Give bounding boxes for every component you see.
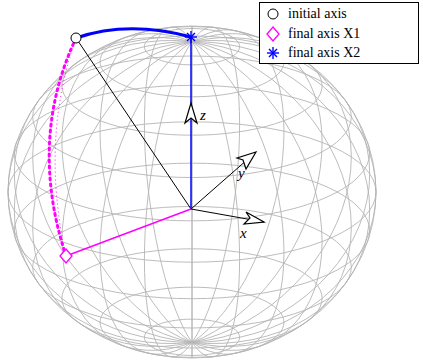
x1-marker: [60, 249, 72, 263]
grid-line: [62, 42, 192, 351]
grid-line: [192, 38, 351, 343]
grid-line: [33, 38, 192, 343]
legend-box: initial axis final axis X1 final axis X2: [259, 2, 419, 64]
grid-line: [14, 41, 192, 343]
grid-line: [192, 34, 322, 343]
grid-line: [192, 42, 322, 351]
grid-line: [192, 42, 240, 357]
legend-asterisk: [267, 47, 279, 59]
grid-line: [8, 42, 192, 343]
grid-line: [100, 42, 192, 355]
x-axis-label: x: [240, 226, 247, 241]
legend-text: final axis X2: [288, 46, 360, 60]
z-axis-label: z: [200, 108, 206, 123]
x-arrowhead: [244, 212, 264, 224]
grid-line: [192, 42, 370, 344]
x2-trajectory: [76, 29, 191, 38]
z-arrowhead: [185, 103, 197, 123]
grid-line: [192, 42, 351, 347]
x1-trajectory: [49, 38, 76, 256]
legend-text: final axis X1: [288, 27, 360, 41]
initial-axis-line: [76, 38, 191, 209]
grid-line: [144, 27, 192, 342]
grid-line: [192, 42, 376, 343]
grid-line: [62, 34, 192, 343]
y-axis-label: y: [238, 166, 245, 181]
y-axis: [191, 152, 256, 209]
axis-lines: [66, 38, 264, 256]
wireframe-sphere: [8, 26, 376, 358]
grid-line: [192, 27, 240, 342]
sphere-outline: [8, 26, 376, 358]
legend-text: initial axis: [288, 7, 347, 21]
x1-trajectory-thin: [55, 38, 76, 256]
legend-diamond: [267, 27, 279, 41]
grid-line: [33, 42, 192, 347]
initial-axis-marker: [71, 33, 81, 43]
x2-marker: [185, 31, 197, 43]
grid-line: [192, 42, 284, 355]
x2-axis-line: [190, 38, 192, 209]
x1-axis-line: [66, 209, 191, 256]
legend-circle: [268, 9, 278, 19]
